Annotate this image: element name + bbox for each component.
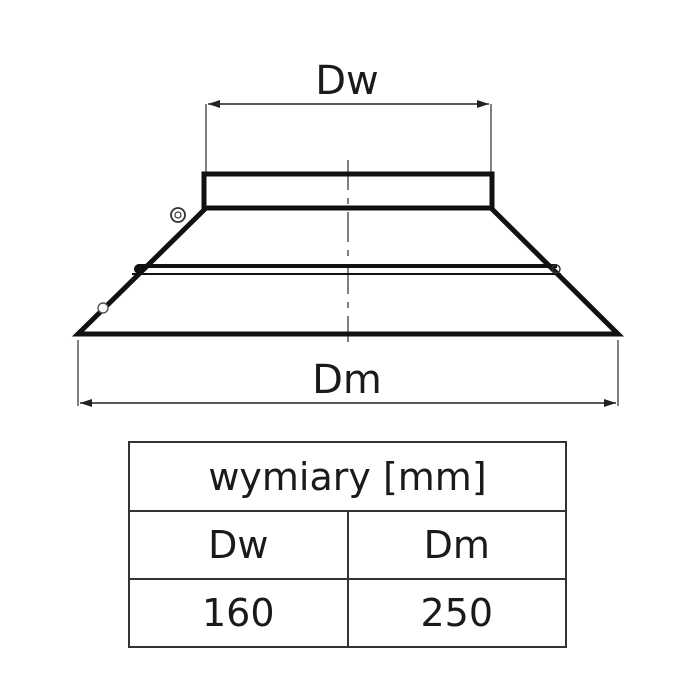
rivet-left	[134, 264, 144, 274]
header-dm: Dm	[346, 510, 567, 580]
bolt-upper	[170, 207, 186, 223]
rivet-right	[551, 264, 561, 274]
top-dimension-label: Dw	[315, 58, 379, 104]
bottom-dimension-label: Dm	[312, 357, 382, 403]
bolt-lower	[97, 302, 109, 314]
header-dw: Dw	[128, 510, 349, 580]
top-collar	[201, 171, 495, 211]
dimensions-table: wymiary [mm] Dw Dm 160 250	[128, 441, 567, 648]
table-row: 160 250	[128, 578, 567, 648]
table-header-row: Dw Dm	[128, 510, 567, 580]
bottom-dimension: Dm	[77, 340, 619, 407]
table-title-row: wymiary [mm]	[128, 441, 567, 512]
top-dimension: Dw	[205, 58, 492, 174]
cone-cap-drawing: Dw Dm	[71, 58, 625, 407]
value-dw: 160	[128, 578, 349, 648]
value-dm: 250	[346, 578, 567, 648]
cone-body	[71, 171, 625, 337]
table-title: wymiary [mm]	[128, 441, 567, 512]
